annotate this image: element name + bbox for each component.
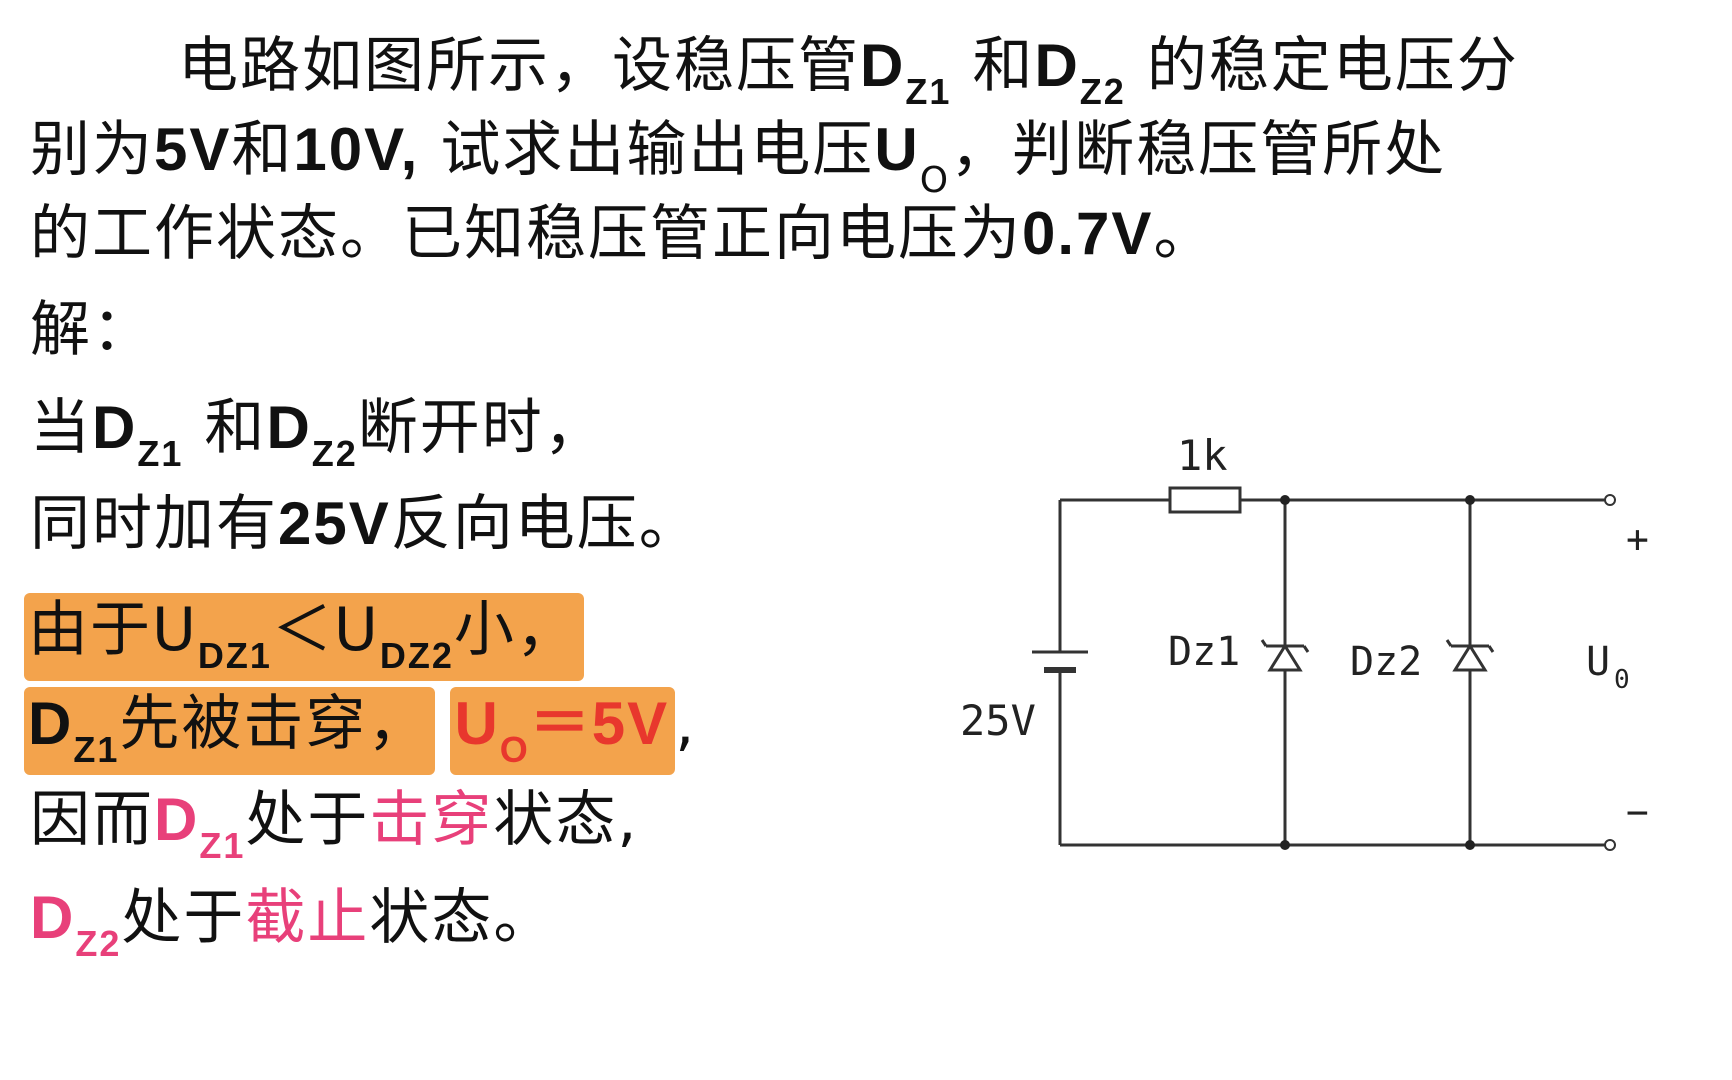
subscript: Z1: [73, 729, 120, 770]
highlight-block: 由于UDZ1＜UDZ2小，: [24, 593, 584, 681]
text: 别为: [30, 115, 154, 185]
problem-line-2: 别为5V和10V, 试求出输出电压UO，判断稳压管所处: [30, 120, 1446, 199]
value-25v: 25V: [278, 490, 391, 557]
resistor-symbol: [1168, 486, 1242, 514]
text: 试求出输出电压: [419, 115, 875, 185]
subscript: Z2: [311, 433, 358, 474]
problem-line-1: 电路如图所示，设稳压管DZ1 和DZ2 的稳定电压分: [178, 36, 1519, 110]
solution-line-6: DZ2处于截止状态。: [30, 888, 555, 962]
dz1-symbol: D: [860, 32, 906, 99]
text: 状态。: [369, 883, 556, 953]
subscript: DZ2: [379, 635, 454, 676]
uo-result: ＝5V: [529, 690, 670, 757]
text: 和: [183, 393, 267, 463]
text: ＜U: [271, 595, 380, 665]
text: 由于U: [28, 595, 198, 665]
text: 和: [231, 115, 294, 185]
minus-sign: −: [1626, 790, 1649, 834]
solution-line-1: 当DZ1 和DZ2断开时，: [30, 398, 606, 472]
highlight-block: UO＝5V: [450, 687, 676, 775]
output-label-subscript: 0: [1614, 665, 1630, 695]
text: ,: [675, 689, 697, 759]
junction-dot: [1465, 495, 1475, 505]
text: 断开时，: [357, 393, 606, 463]
dz2-label: Dz2: [1350, 639, 1422, 685]
solution-line-3: 由于UDZ1＜UDZ2小，: [24, 593, 584, 681]
text: ，判断稳压管所处: [950, 115, 1447, 185]
subscript: Z1: [905, 71, 952, 112]
output-label: U: [1586, 639, 1610, 685]
text: 处于: [121, 883, 246, 953]
dz2-symbol: D: [266, 394, 312, 461]
dz1-symbol: D: [28, 690, 74, 757]
text: 状态,: [493, 785, 639, 855]
text: 先被击穿，: [119, 689, 430, 759]
subscript: Z1: [137, 433, 184, 474]
text: 电路如图所示，设稳压管: [178, 31, 860, 101]
zener-dz2-symbol: [1445, 639, 1495, 672]
subscript: O: [919, 160, 951, 201]
solution-line-2: 同时加有25V反向电压。: [30, 494, 701, 555]
text: 和: [972, 31, 1035, 101]
value-10v: 10V,: [293, 116, 420, 183]
subscript: Z1: [199, 825, 246, 866]
dz1-symbol: D: [154, 786, 200, 853]
text: 因而: [30, 785, 154, 855]
text: 小，: [453, 595, 578, 665]
state-cutoff: 截止: [245, 883, 370, 953]
state-breakdown: 击穿: [369, 785, 494, 855]
text: 反向电压。: [390, 489, 701, 559]
junction-dot: [1280, 840, 1290, 850]
highlight-block: DZ1先被击穿，: [24, 687, 436, 775]
dz1-label: Dz1: [1168, 629, 1240, 675]
junction-dot: [1465, 840, 1475, 850]
uo-symbol: U: [874, 116, 920, 183]
text: 。: [1153, 199, 1216, 269]
value-5v: 5V: [154, 116, 232, 183]
text: 的工作状态。已知稳压管正向电压为: [30, 199, 1022, 269]
output-terminal-top: [1604, 494, 1616, 506]
dz1-symbol: D: [92, 394, 138, 461]
problem-line-3: 的工作状态。已知稳压管正向电压为0.7V。: [30, 204, 1215, 265]
solution-label: 解：: [30, 295, 154, 365]
zener-dz1-symbol: [1260, 639, 1310, 672]
source-label: 25V: [960, 696, 1036, 745]
value-0-7v: 0.7V: [1022, 200, 1154, 267]
output-terminal-bottom: [1604, 839, 1616, 851]
text: 当: [30, 393, 92, 463]
subscript: O: [499, 729, 530, 770]
subscript: Z2: [1079, 71, 1126, 112]
plus-sign: +: [1626, 517, 1649, 561]
text: 同时加有: [30, 489, 278, 559]
solution-line-4: DZ1先被击穿， UO＝5V,: [24, 687, 696, 775]
text: 处于: [245, 785, 370, 855]
dz2-symbol: D: [30, 884, 76, 951]
solution-line-5: 因而DZ1处于击穿状态,: [30, 790, 638, 864]
junction-dot: [1280, 495, 1290, 505]
resistor-label: 1k: [1177, 431, 1228, 480]
subscript: Z2: [75, 923, 122, 964]
subscript: DZ1: [197, 635, 272, 676]
dz2-symbol: D: [1034, 32, 1080, 99]
text: 的稳定电压分: [1146, 31, 1519, 101]
uo-symbol: U: [454, 690, 500, 757]
